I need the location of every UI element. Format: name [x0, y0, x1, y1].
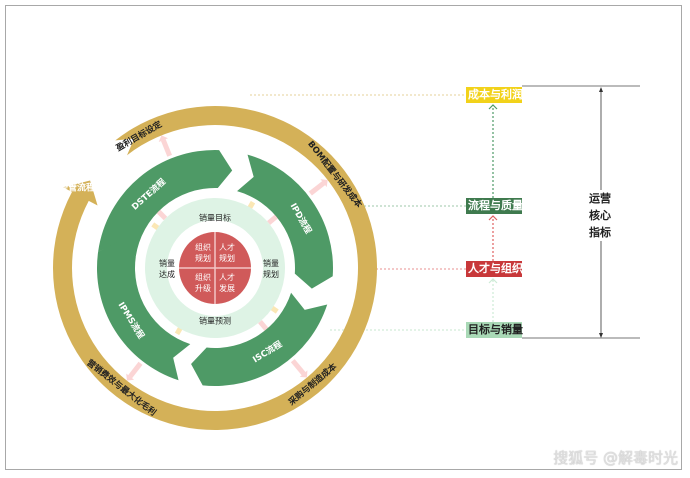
core-talent-plan-label: 人才规划: [219, 243, 235, 263]
sales-cycle-arc: [161, 197, 268, 238]
sales-cycle-arc: [144, 221, 185, 322]
arrowhead-icon: [158, 135, 168, 143]
flow-arrow-icon: [308, 181, 326, 196]
metric-target-sales: 目标与销量: [466, 322, 523, 338]
core-talent-dev-label: 人才发展: [219, 273, 235, 293]
metric-process-quality: 流程与质量: [466, 198, 523, 214]
sales-forecast-label: 销量预测: [199, 316, 231, 326]
arrowhead-icon: [299, 370, 308, 378]
sales-target-label: 销量目标: [199, 213, 231, 223]
process-arc: [191, 292, 328, 386]
process-arc: [98, 150, 233, 257]
core-org-upgrade-label: 组织升级: [195, 273, 211, 293]
core-metrics-label: 运营核心指标: [587, 190, 613, 241]
arrowhead-icon: [126, 373, 135, 381]
process-arc: [97, 240, 191, 381]
ring-label: 采购与制造成本: [286, 361, 340, 409]
metric-cost-profit: 成本与利润: [466, 87, 523, 103]
flow-arrow-icon: [290, 359, 306, 376]
sales-achieve-label: 销量达成: [159, 259, 175, 279]
flow-arrow-icon: [128, 361, 143, 379]
frame-border: [5, 5, 682, 470]
watermark: 搜狐号 @解毒时光: [553, 449, 678, 467]
flow-arrow-icon: [160, 139, 172, 157]
metric-talent-org: 人才与组织: [466, 261, 523, 277]
sales-cycle-arc: [168, 298, 269, 339]
flow-arrow-icon: [156, 209, 168, 221]
flow-arrow-icon: [258, 320, 269, 331]
sales-cycle-arc: [245, 214, 285, 315]
process-arc: [237, 154, 333, 289]
ring-head-label: 经管流程: [59, 182, 95, 194]
flow-arrow-icon: [267, 214, 278, 225]
ring-label: BOM配置与研发成本: [305, 139, 364, 211]
sales-plan-label: 销量规划: [263, 259, 279, 279]
core-org-plan-label: 组织规划: [195, 243, 211, 263]
arrowhead-icon: [320, 179, 328, 188]
ring-label: 营销费效与最大化毛利: [85, 357, 159, 418]
